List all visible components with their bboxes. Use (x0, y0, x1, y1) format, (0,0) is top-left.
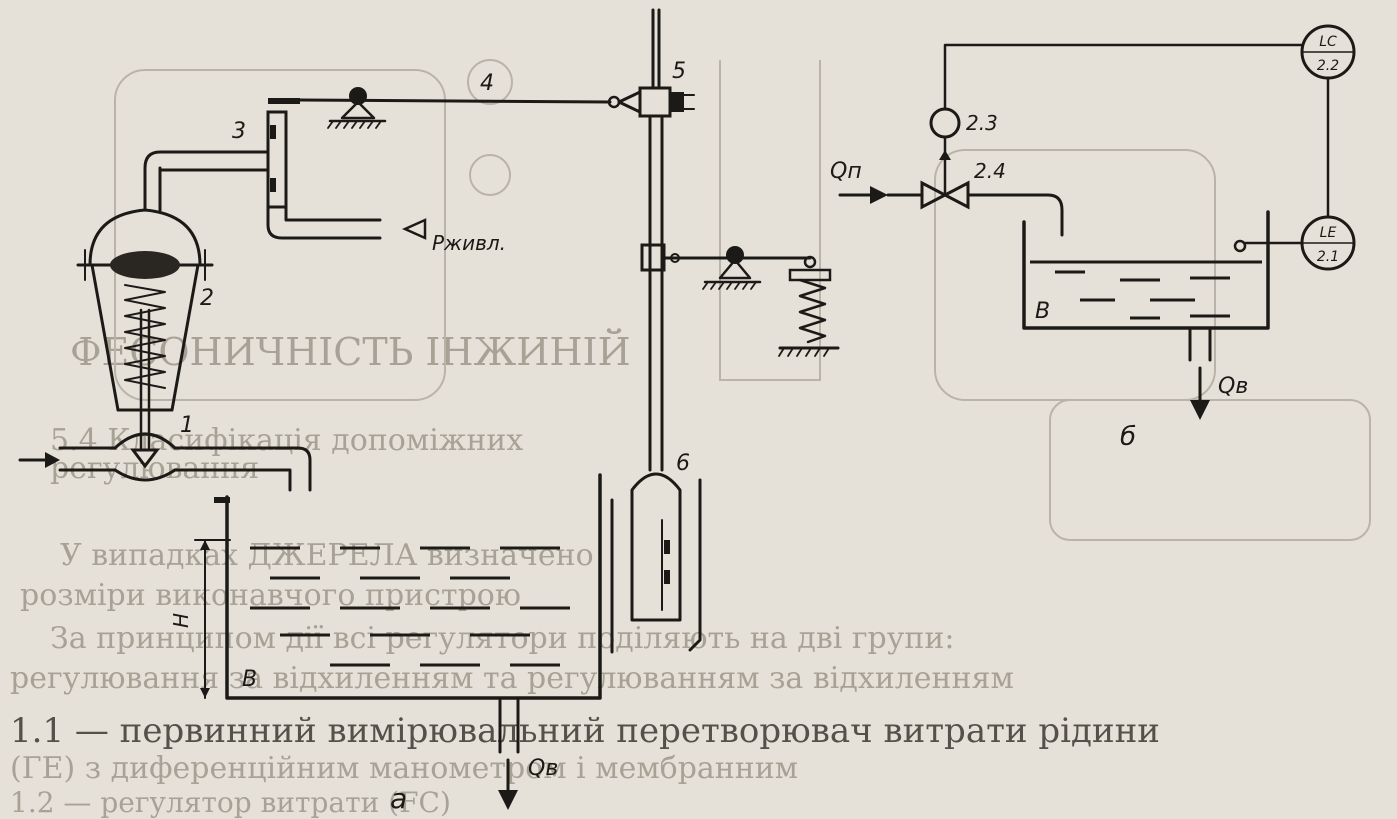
lever-4 (298, 98, 612, 104)
stilling-well (610, 478, 702, 654)
label-2-3: 2.3 (966, 111, 998, 135)
lower-pivot-support (718, 258, 752, 280)
ghost-circle-1 (467, 59, 513, 105)
bleed-through-layer: ФЕСОНИЧНІСТЬ ІНЖИНІЙ 5.4 Класифікація до… (10, 59, 1371, 819)
supply-triangle-icon (401, 218, 427, 240)
setpoint-spring-icon (798, 278, 827, 344)
air-pipe-outer (143, 150, 270, 212)
bleed-line-h: 1.2 — регулятор витрати (FC) (10, 786, 451, 819)
air-pipe-inner (158, 168, 270, 212)
relay-body-3 (266, 110, 288, 209)
bleed-line-e: регулювання за відхиленням та регулюванн… (10, 661, 1014, 696)
valve-2-4-right (941, 180, 970, 210)
caption-b: б (1120, 422, 1136, 452)
valve-body-1 (113, 432, 177, 482)
h-arrow-bottom-icon (200, 688, 210, 698)
bleed-line-g: (ГЕ) з диференційним манометром і мембра… (10, 751, 798, 786)
tank-b-water (1030, 260, 1262, 320)
valve-2-4-left (920, 180, 949, 210)
label-3: 3 (232, 119, 246, 144)
flapper-3 (268, 98, 300, 104)
linkage-cone (617, 90, 642, 114)
spring-ground-hatch (778, 347, 830, 357)
inlet-pipe (58, 446, 117, 472)
lower-joint (670, 253, 680, 263)
spring-icon (124, 284, 166, 389)
bleed-heading: ФЕСОНИЧНІСТЬ ІНЖИНІЙ (70, 329, 631, 374)
float-mark-2 (664, 570, 670, 584)
bleed-section: 5.4 Класифікація допоміжних (50, 423, 523, 458)
diaphragm (110, 251, 180, 279)
le-number: 2.1 (1317, 249, 1339, 265)
float-mark-1 (664, 540, 670, 554)
lever-pivot (349, 87, 367, 105)
ghost-box-bottom-right (1049, 399, 1371, 541)
bleed-line-f: 1.1 — первинний вимірювальний перетворюв… (10, 711, 1160, 751)
level-sensor-float (1233, 239, 1247, 253)
lower-hatch (702, 281, 757, 290)
label-2-4: 2.4 (974, 159, 1006, 183)
float-6 (630, 472, 682, 622)
tank-b-walls (1022, 210, 1270, 330)
lc-label: LC (1319, 34, 1337, 50)
spring-cap (788, 268, 832, 282)
label-4: 4 (480, 71, 494, 96)
actuator-2-3 (929, 107, 961, 139)
label-h: H (169, 613, 193, 628)
ghost-frame-left (114, 69, 446, 401)
label-q-out: Qв (528, 756, 558, 781)
tank-b-outlet-pipe (1188, 326, 1212, 362)
bleed-line-b: У випадках ДЖЕРЕЛА визначено (60, 538, 594, 573)
tank-water (250, 546, 570, 667)
outlet-arrow-icon (498, 790, 518, 810)
actuator-stem-arrow-icon (939, 150, 951, 160)
set-screw-5 (670, 92, 684, 112)
label-b-tank: B (1035, 299, 1050, 324)
caption-a: а (390, 782, 407, 815)
tank-b-outflow-arrow-icon (1190, 400, 1210, 420)
label-q-in: Qп (830, 159, 862, 184)
label-1: 1 (180, 413, 194, 438)
lower-pivot (726, 246, 744, 264)
diagram-a: 1 2 3 4 5 6 Pживл. H B Qв а (18, 8, 840, 815)
linkage-block-5 (638, 86, 672, 118)
label-b: B (242, 667, 257, 692)
inflow-arrow-icon (870, 186, 888, 204)
label-q-out-b: Qв (1218, 374, 1248, 399)
outlet-pipe-to-tank (173, 446, 312, 492)
label-6: 6 (676, 451, 690, 476)
lc-number: 2.2 (1317, 58, 1339, 74)
signal-lc-to-actuator (943, 43, 1304, 110)
feed-pipe-to-tank (966, 193, 1064, 237)
diagram-b: LC 2.2 LE 2.1 (830, 24, 1356, 452)
valve-plug-icon (130, 448, 160, 469)
spring-top-joint (803, 255, 817, 269)
ghost-circle-2 (469, 154, 511, 196)
inlet-arrow-icon (45, 452, 60, 468)
label-5: 5 (672, 59, 686, 84)
relay-seal-bottom (270, 178, 276, 192)
label-p-supply: Pживл. (432, 231, 506, 255)
relay-seal-top (270, 125, 276, 139)
supply-pipe (266, 205, 382, 240)
pivot-support (340, 100, 376, 120)
ghost-vessel (719, 60, 821, 381)
ghost-frame-right (934, 149, 1216, 401)
tank-rim (214, 497, 230, 503)
le-label: LE (1320, 225, 1337, 241)
bleed-line-d: За принципом дії всі регулятори поділяют… (50, 621, 955, 656)
tank-walls (225, 473, 602, 700)
label-2: 2 (200, 286, 214, 311)
pivot-hatch (327, 120, 382, 129)
tank-outlet-pipe (498, 696, 520, 754)
h-arrow-top-icon (200, 540, 210, 550)
